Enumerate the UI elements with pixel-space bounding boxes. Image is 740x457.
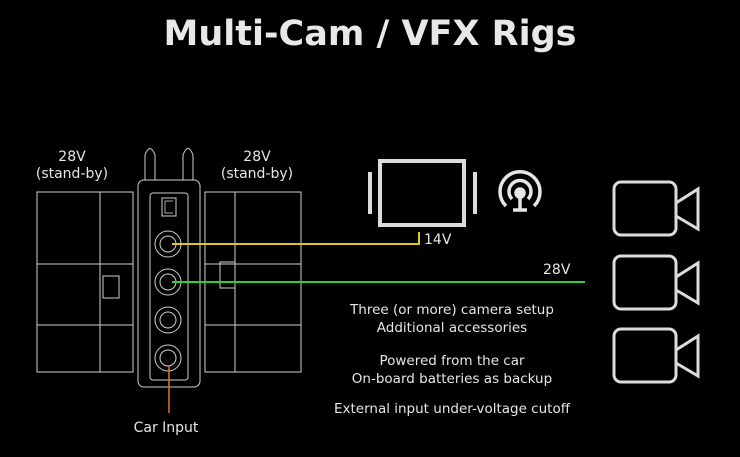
camera-icon-3 [612, 327, 700, 384]
monitor-icon [368, 159, 477, 227]
right-battery-label: 28V (stand-by) [207, 149, 307, 183]
page-title: Multi-Cam / VFX Rigs [163, 14, 577, 54]
camera-icon-2 [612, 254, 700, 311]
car-input-label: Car Input [133, 420, 199, 436]
monitor-power-line [172, 232, 420, 245]
monitor-voltage-label: 14V [424, 232, 452, 248]
connector-ports [154, 230, 182, 372]
battery-left [36, 191, 134, 373]
camera-voltage-label: 28V [543, 262, 571, 278]
camera-icon-1 [612, 180, 700, 237]
feature-camera-setup: Three (or more) camera setup [350, 302, 554, 318]
feature-accessories: Additional accessories [376, 320, 528, 336]
feature-battery-backup: On-board batteries as backup [351, 371, 553, 387]
left-battery-label: 28V (stand-by) [22, 149, 122, 183]
feature-car-power: Powered from the car [379, 353, 525, 369]
right-battery-voltage: 28V [243, 149, 271, 165]
left-battery-voltage: 28V [58, 149, 86, 165]
right-battery-mode: (stand-by) [220, 166, 294, 182]
antenna-icons [144, 148, 194, 185]
feature-undervoltage-cutoff: External input under-voltage cutoff [333, 401, 571, 417]
left-battery-mode: (stand-by) [35, 166, 109, 182]
wireless-icon [498, 169, 542, 212]
